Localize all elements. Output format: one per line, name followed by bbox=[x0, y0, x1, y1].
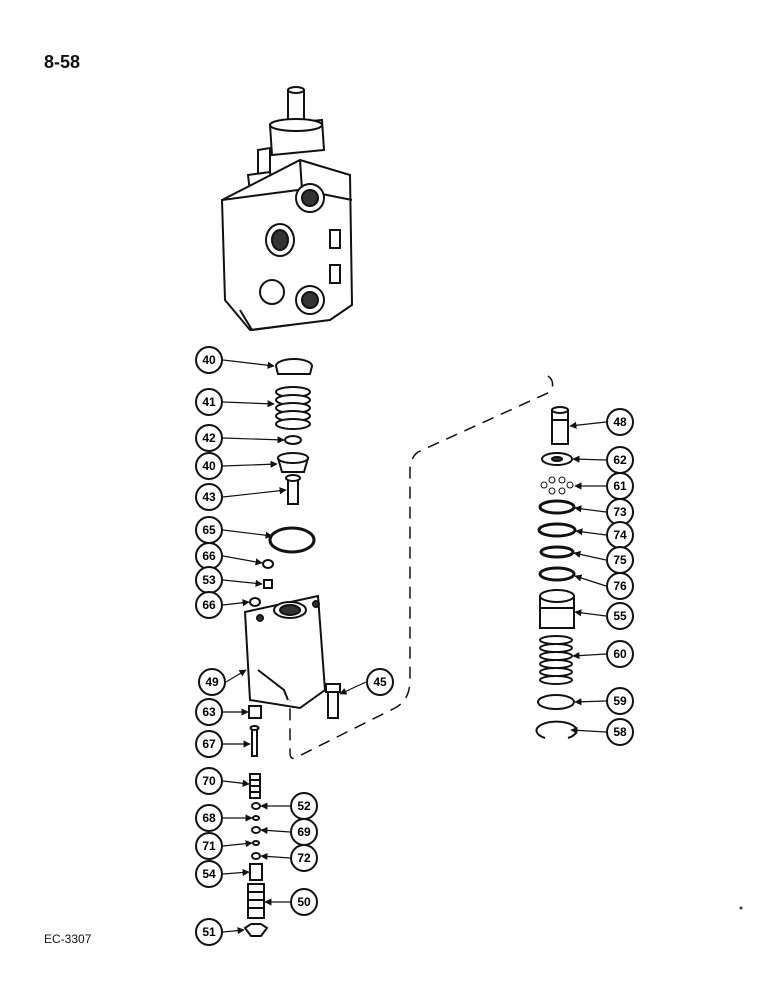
callout-circle bbox=[195, 767, 223, 795]
callout-balloon: 67 bbox=[195, 730, 223, 758]
callout-balloon: 73 bbox=[606, 498, 634, 526]
callout-label: 71 bbox=[202, 839, 216, 853]
callout-balloon: 53 bbox=[195, 566, 223, 594]
callout-circle bbox=[606, 718, 634, 746]
callout-label: 74 bbox=[613, 528, 627, 542]
callout-circle bbox=[195, 346, 223, 374]
callout-balloon: 68 bbox=[195, 804, 223, 832]
callout-circle bbox=[195, 860, 223, 888]
callout-balloon: 55 bbox=[606, 602, 634, 630]
callout-circle bbox=[195, 591, 223, 619]
callout-balloon: 58 bbox=[606, 718, 634, 746]
callout-balloon: 76 bbox=[606, 572, 634, 600]
callout-label: 68 bbox=[202, 811, 216, 825]
callout-label: 72 bbox=[297, 851, 311, 865]
callout-circle bbox=[198, 668, 226, 696]
callout-balloon: 54 bbox=[195, 860, 223, 888]
callout-balloon: 60 bbox=[606, 640, 634, 668]
callout-label: 51 bbox=[202, 925, 216, 939]
speck-mark bbox=[739, 906, 743, 910]
callout-balloon: 63 bbox=[195, 698, 223, 726]
callout-circle bbox=[195, 730, 223, 758]
callout-label: 59 bbox=[613, 694, 627, 708]
callout-balloon: 65 bbox=[195, 516, 223, 544]
callout-balloon: 66 bbox=[195, 591, 223, 619]
callout-balloon: 71 bbox=[195, 832, 223, 860]
callout-circle bbox=[195, 804, 223, 832]
callout-label: 70 bbox=[202, 774, 216, 788]
callout-label: 43 bbox=[202, 490, 216, 504]
callout-label: 65 bbox=[202, 523, 216, 537]
callout-circle bbox=[195, 388, 223, 416]
callout-label: 76 bbox=[613, 579, 627, 593]
callout-label: 52 bbox=[297, 799, 311, 813]
leader-lines bbox=[222, 359, 607, 935]
callout-circle bbox=[606, 687, 634, 715]
callout-label: 66 bbox=[202, 598, 216, 612]
page-number: 8-58 bbox=[44, 52, 81, 72]
callout-circle bbox=[606, 572, 634, 600]
callout-label: 45 bbox=[373, 675, 387, 689]
callout-balloon: 61 bbox=[606, 472, 634, 500]
callout-balloon: 43 bbox=[195, 483, 223, 511]
callout-circle bbox=[606, 602, 634, 630]
callout-circle bbox=[195, 698, 223, 726]
callout-balloon: 41 bbox=[195, 388, 223, 416]
callout-label: 41 bbox=[202, 395, 216, 409]
callout-circle bbox=[195, 452, 223, 480]
callout-label: 53 bbox=[202, 573, 216, 587]
callout-label: 49 bbox=[205, 675, 219, 689]
callout-balloon: 62 bbox=[606, 446, 634, 474]
callout-balloon: 49 bbox=[198, 668, 226, 696]
callout-label: 54 bbox=[202, 867, 216, 881]
callout-balloon: 59 bbox=[606, 687, 634, 715]
callout-label: 73 bbox=[613, 505, 627, 519]
callout-balloon: 69 bbox=[290, 818, 318, 846]
callout-balloon: 75 bbox=[606, 546, 634, 574]
callout-label: 75 bbox=[613, 553, 627, 567]
callout-label: 40 bbox=[202, 459, 216, 473]
callout-balloon: 40 bbox=[195, 452, 223, 480]
callout-label: 40 bbox=[202, 353, 216, 367]
callout-label: 66 bbox=[202, 549, 216, 563]
callout-label: 63 bbox=[202, 705, 216, 719]
callout-circle bbox=[195, 424, 223, 452]
callout-balloon: 51 bbox=[195, 918, 223, 946]
callout-label: 69 bbox=[297, 825, 311, 839]
callout-balloon: 48 bbox=[606, 408, 634, 436]
right-parts bbox=[535, 406, 578, 739]
callout-balloon: 66 bbox=[195, 542, 223, 570]
callout-circle bbox=[195, 483, 223, 511]
left-parts bbox=[243, 358, 341, 937]
assembly-dashed-line bbox=[289, 375, 554, 760]
callout-label: 61 bbox=[613, 479, 627, 493]
callout-circle bbox=[290, 844, 318, 872]
callout-label: 58 bbox=[613, 725, 627, 739]
callout-balloon: 70 bbox=[195, 767, 223, 795]
callout-balloon: 72 bbox=[290, 844, 318, 872]
callout-label: 55 bbox=[613, 609, 627, 623]
callout-group: 40 41 42 40 43 65 66 53 66 49 45 63 67 70 52 68 69 71 72 54… bbox=[195, 346, 634, 946]
callout-circle bbox=[195, 918, 223, 946]
callout-balloon: 40 bbox=[195, 346, 223, 374]
callout-circle bbox=[366, 668, 394, 696]
callout-label: 42 bbox=[202, 431, 216, 445]
callout-circle bbox=[195, 832, 223, 860]
callout-circle bbox=[606, 408, 634, 436]
callout-balloon: 74 bbox=[606, 521, 634, 549]
callout-balloon: 50 bbox=[290, 888, 318, 916]
callout-balloon: 45 bbox=[366, 668, 394, 696]
callout-circle bbox=[606, 640, 634, 668]
callout-balloon: 42 bbox=[195, 424, 223, 452]
callout-label: 48 bbox=[613, 415, 627, 429]
callout-label: 50 bbox=[297, 895, 311, 909]
figure-reference-code: EC-3307 bbox=[44, 932, 92, 946]
valve-body-assembly bbox=[220, 86, 354, 332]
callout-label: 67 bbox=[202, 737, 216, 751]
callout-circle bbox=[290, 888, 318, 916]
callout-label: 60 bbox=[613, 647, 627, 661]
callout-label: 62 bbox=[613, 453, 627, 467]
callout-balloon: 52 bbox=[290, 792, 318, 820]
